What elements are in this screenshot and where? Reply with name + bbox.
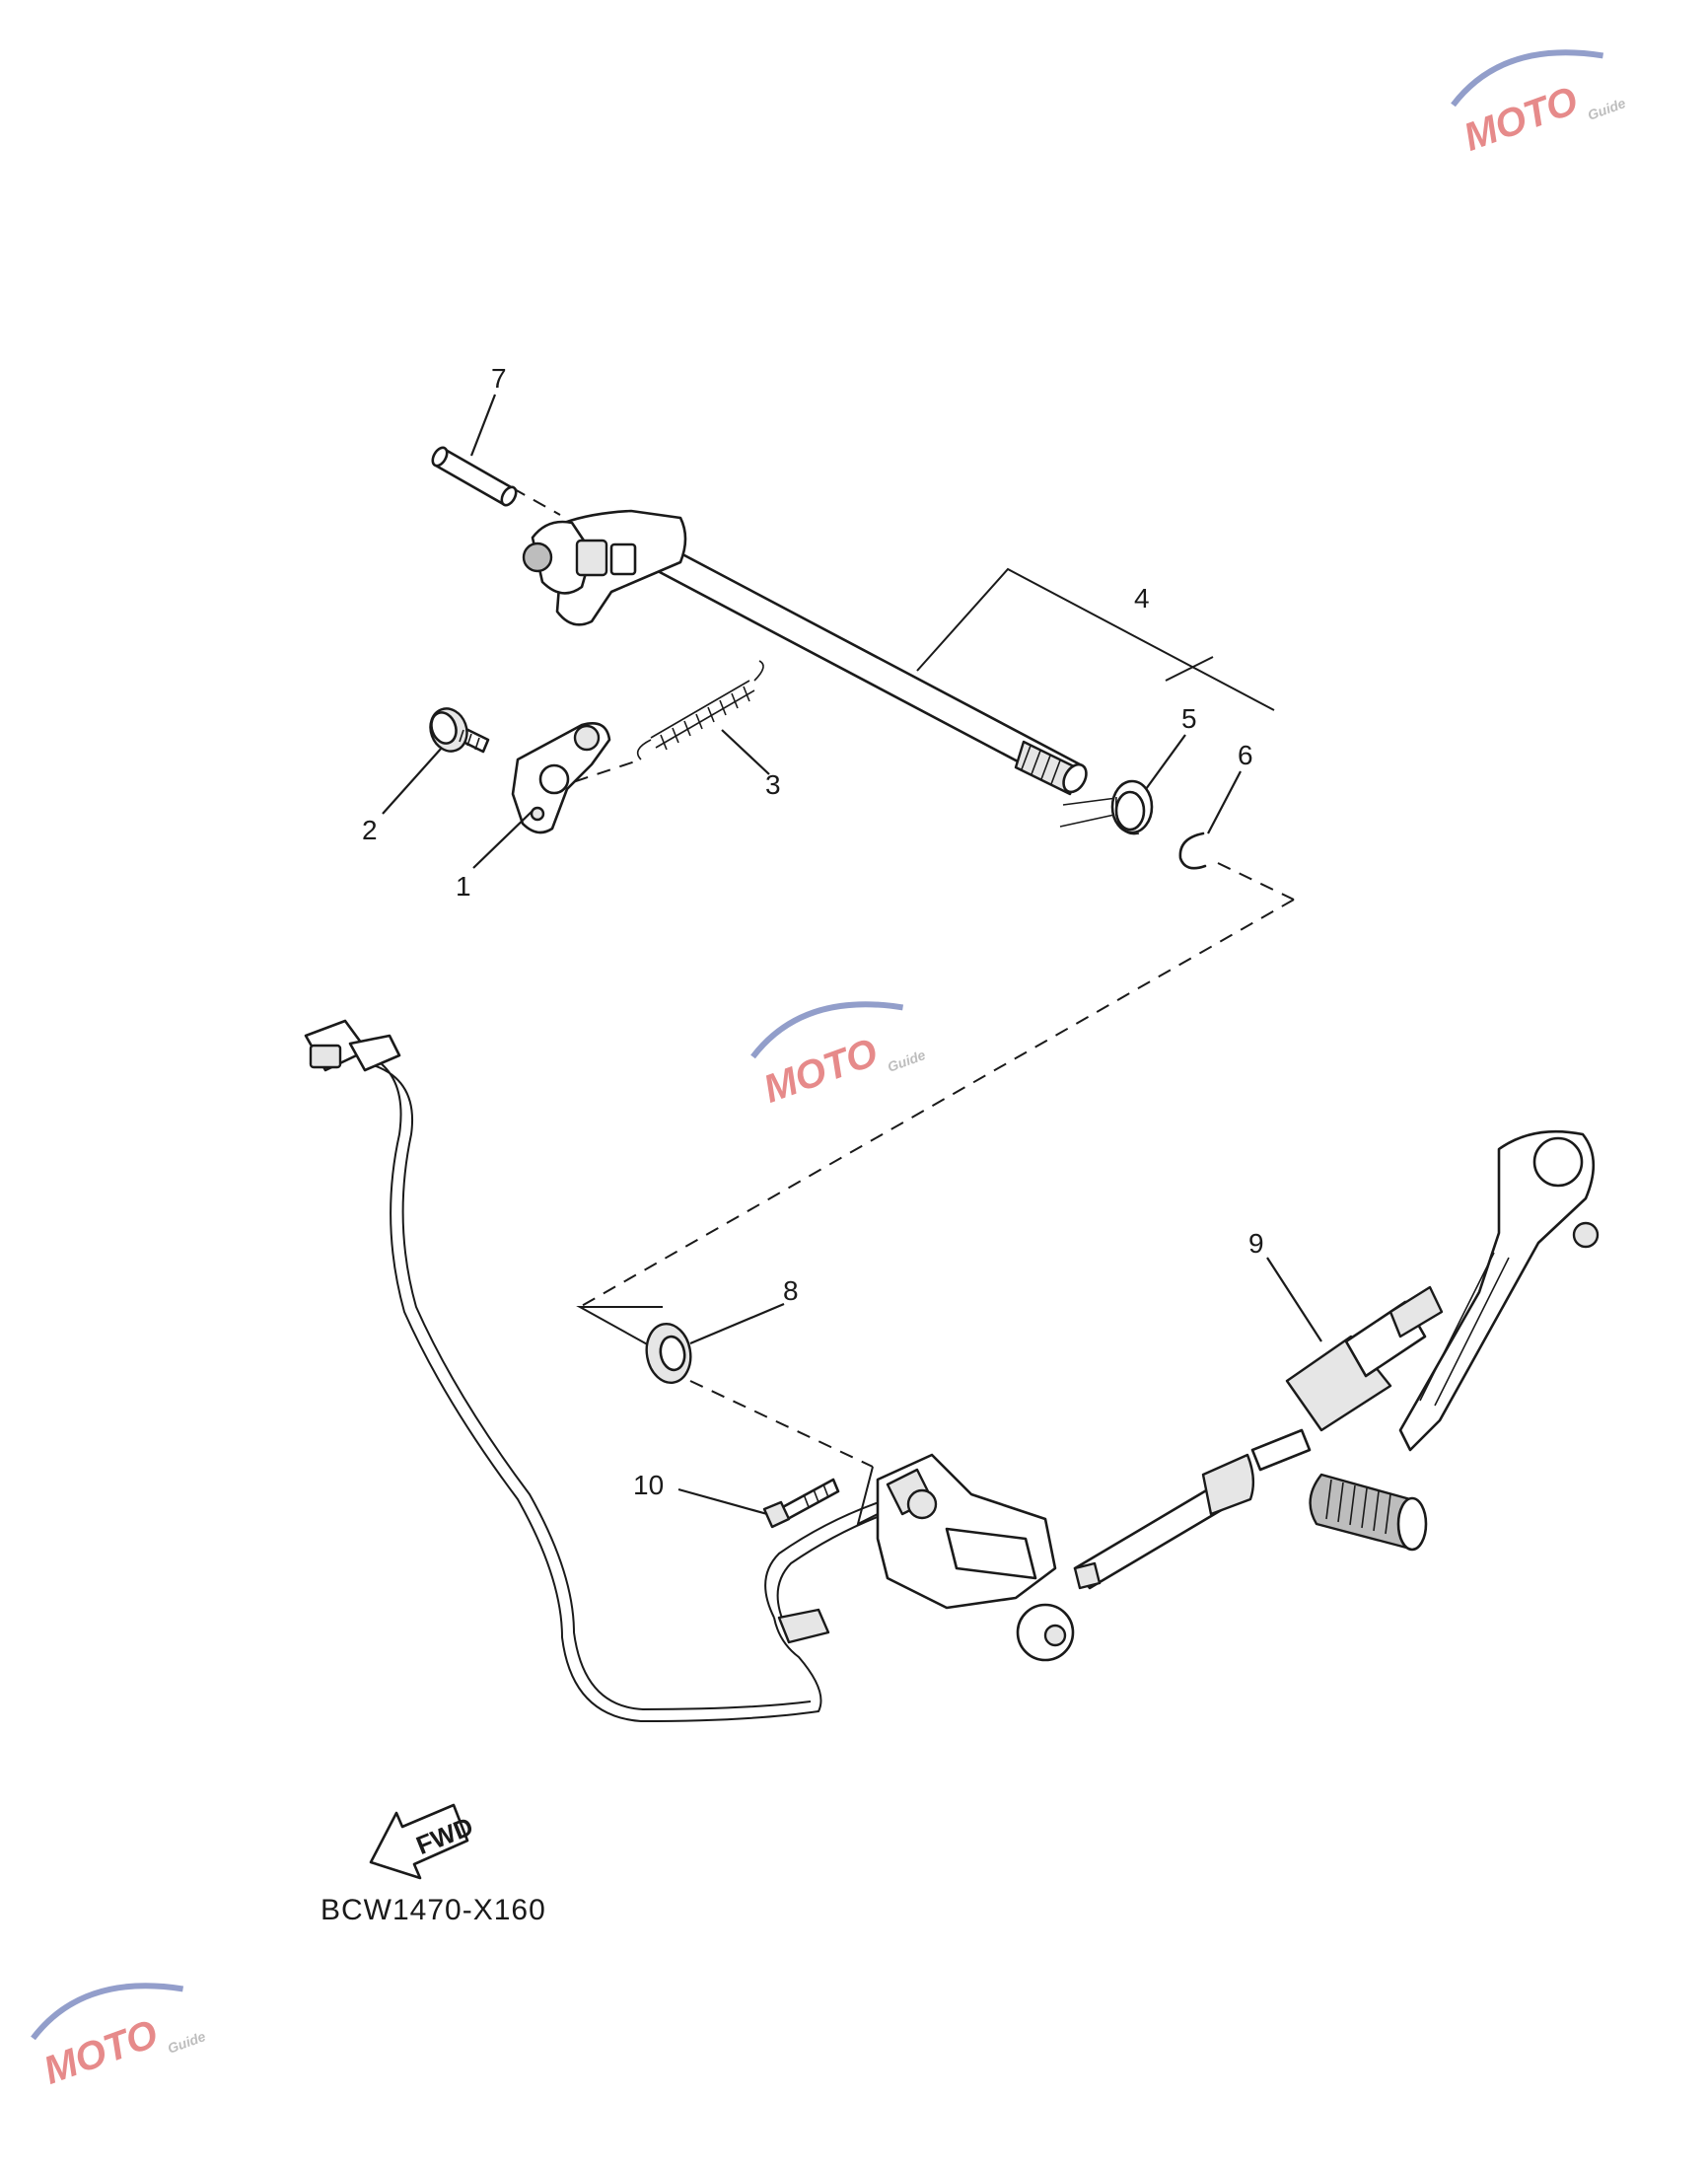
leader-1 (472, 810, 534, 869)
callout-10: 10 (633, 1470, 664, 1500)
leader-10 (677, 1487, 768, 1516)
part-5-torsion-spring (1059, 779, 1154, 835)
part-2-bolt (429, 707, 490, 754)
svg-text:MOTO: MOTO (38, 2012, 164, 2093)
leader-9 (1266, 1257, 1322, 1342)
drawing-code: BCW1470-X160 (320, 1894, 546, 1926)
callout-6: 6 (1238, 740, 1253, 770)
watermark-top-right: MOTO Guide (1451, 49, 1628, 160)
part-9-shift-pedal (876, 1129, 1600, 1662)
leader-8 (689, 1302, 785, 1345)
watermark-bottom-left: MOTO Guide (31, 1983, 208, 2093)
callout-9: 9 (1248, 1228, 1264, 1259)
callout-5: 5 (1181, 703, 1197, 734)
svg-text:MOTO: MOTO (758, 1031, 884, 1112)
part-3-spring (636, 660, 764, 760)
leader-3 (721, 729, 770, 775)
callout-1: 1 (456, 871, 471, 902)
leader-7 (469, 394, 497, 457)
callout-2: 2 (362, 815, 378, 845)
dashed-alignment-1-3 (551, 759, 642, 790)
callout-8: 8 (783, 1275, 799, 1306)
sensor-wire-harness (304, 1019, 893, 1723)
bracket-4 (916, 567, 1275, 711)
callout-3: 3 (765, 769, 781, 800)
part-4-shift-shaft (522, 509, 1088, 796)
svg-text:Guide: Guide (1586, 95, 1628, 123)
svg-text:MOTO: MOTO (1459, 79, 1584, 160)
leader-6 (1207, 770, 1242, 834)
leader-5 (1145, 734, 1186, 790)
svg-text:Guide: Guide (166, 2028, 208, 2057)
fwd-arrow-icon: FWD (369, 1803, 477, 1880)
callout-7: 7 (491, 363, 507, 394)
part-1-stopper-lever (511, 722, 611, 834)
part-10-bolt (762, 1478, 840, 1529)
part-7-pin (431, 446, 518, 507)
bracket-8-9 (576, 1306, 663, 1347)
part-6-circlip (1178, 832, 1207, 870)
dashed-alignment-8-pedal (689, 1380, 874, 1468)
bracket-4-sub (1165, 656, 1214, 682)
svg-text:Guide: Guide (886, 1047, 928, 1075)
callout-4: 4 (1134, 583, 1150, 614)
watermark-center: MOTO Guide (750, 1001, 928, 1112)
dashed-alignment-7-shaft (512, 487, 561, 516)
leader-2 (382, 747, 443, 815)
dashed-alignment-6-8 (1217, 862, 1295, 901)
dashed-alignment-long (579, 899, 1295, 1308)
part-8-oil-seal (645, 1323, 692, 1384)
